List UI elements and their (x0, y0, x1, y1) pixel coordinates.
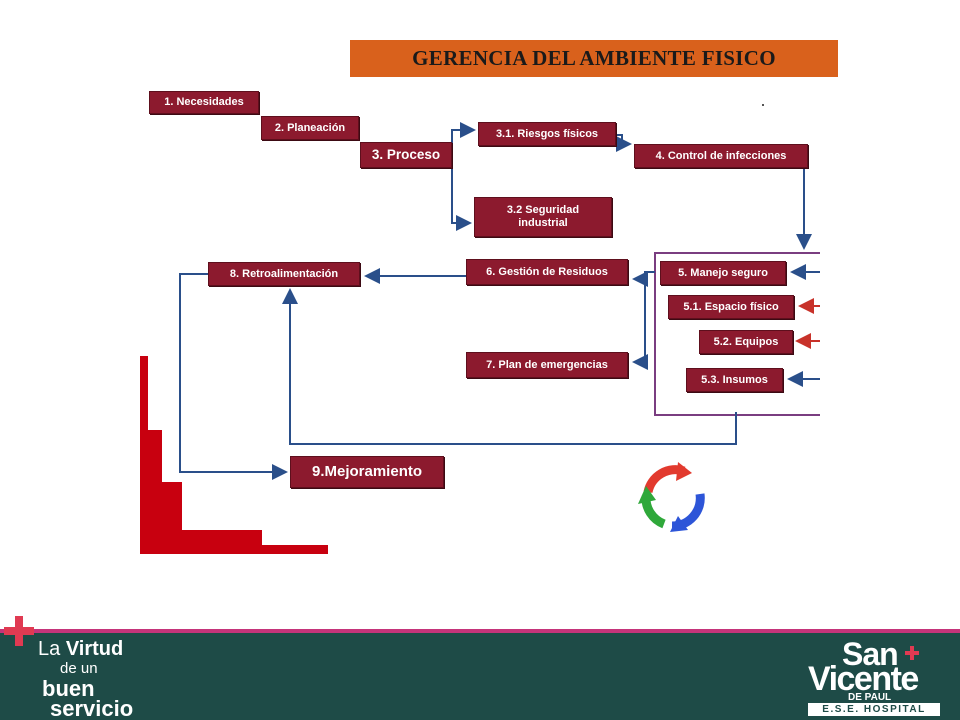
footer-accent-line (0, 629, 960, 633)
title-bar: GERENCIA DEL AMBIENTE FISICO (350, 40, 838, 77)
box-mejoramiento: 9.Mejoramiento (290, 456, 444, 488)
slogan-virtud: Virtud (65, 638, 124, 660)
footer-band (0, 633, 960, 720)
box-control-infecciones: 4. Control de infecciones (634, 144, 808, 168)
stray-dot (762, 104, 764, 106)
arrow-retro-mejoramiento (179, 273, 288, 480)
arrow-proceso-riesgos (451, 122, 476, 155)
slogan-servicio: servicio (50, 696, 134, 720)
box-gestion-residuos: 6. Gestión de Residuos (466, 259, 628, 285)
arrow-manejo-residuos (632, 271, 655, 287)
page-title: GERENCIA DEL AMBIENTE FISICO (412, 46, 776, 70)
cycle-icon (638, 462, 705, 532)
box-necesidades: 1. Necesidades (149, 91, 259, 114)
arrow-insumos-retro (282, 288, 737, 445)
logo-vicente: Vicente (808, 660, 919, 698)
arrow-riesgos-control (616, 134, 632, 152)
logo-ese-hospital: E.S.E. HOSPITAL (808, 703, 940, 716)
box-insumos: 5.3. Insumos (686, 368, 783, 392)
box-plan-emergencias: 7. Plan de emergencias (466, 352, 628, 378)
slogan-de-un: de un (60, 660, 98, 677)
red-stairs (140, 356, 328, 554)
slogan-buen: buen (42, 676, 95, 701)
logo-plus-icon (905, 646, 919, 660)
box-proceso: 3. Proceso (360, 142, 452, 168)
box-retroalimentacion: 8. Retroalimentación (208, 262, 360, 286)
box-manejo-seguro: 5. Manejo seguro (660, 261, 786, 285)
diagram-connectors (140, 122, 820, 554)
slogan-la: La (38, 638, 61, 660)
box-seguridad-industrial: 3.2 Seguridad industrial (474, 197, 612, 237)
process-diagram: 1. Necesidades 2. Planeación 3. Proceso … (140, 78, 820, 554)
manejo-seguro-frame (654, 252, 820, 416)
box-espacio-fisico: 5.1. Espacio físico (668, 295, 794, 319)
box-riesgos-fisicos: 3.1. Riesgos físicos (478, 122, 616, 146)
slogan-line-1: La Virtud (38, 638, 123, 661)
box-equipos: 5.2. Equipos (699, 330, 793, 354)
arrow-proceso-seguridad (451, 166, 472, 231)
logo-de-paul: DE PAUL (848, 692, 892, 703)
logo-san: San (842, 636, 899, 672)
arrow-manejo-emergencias (632, 279, 648, 370)
box-planeacion: 2. Planeación (261, 116, 359, 140)
plus-cross-icon (4, 616, 34, 646)
